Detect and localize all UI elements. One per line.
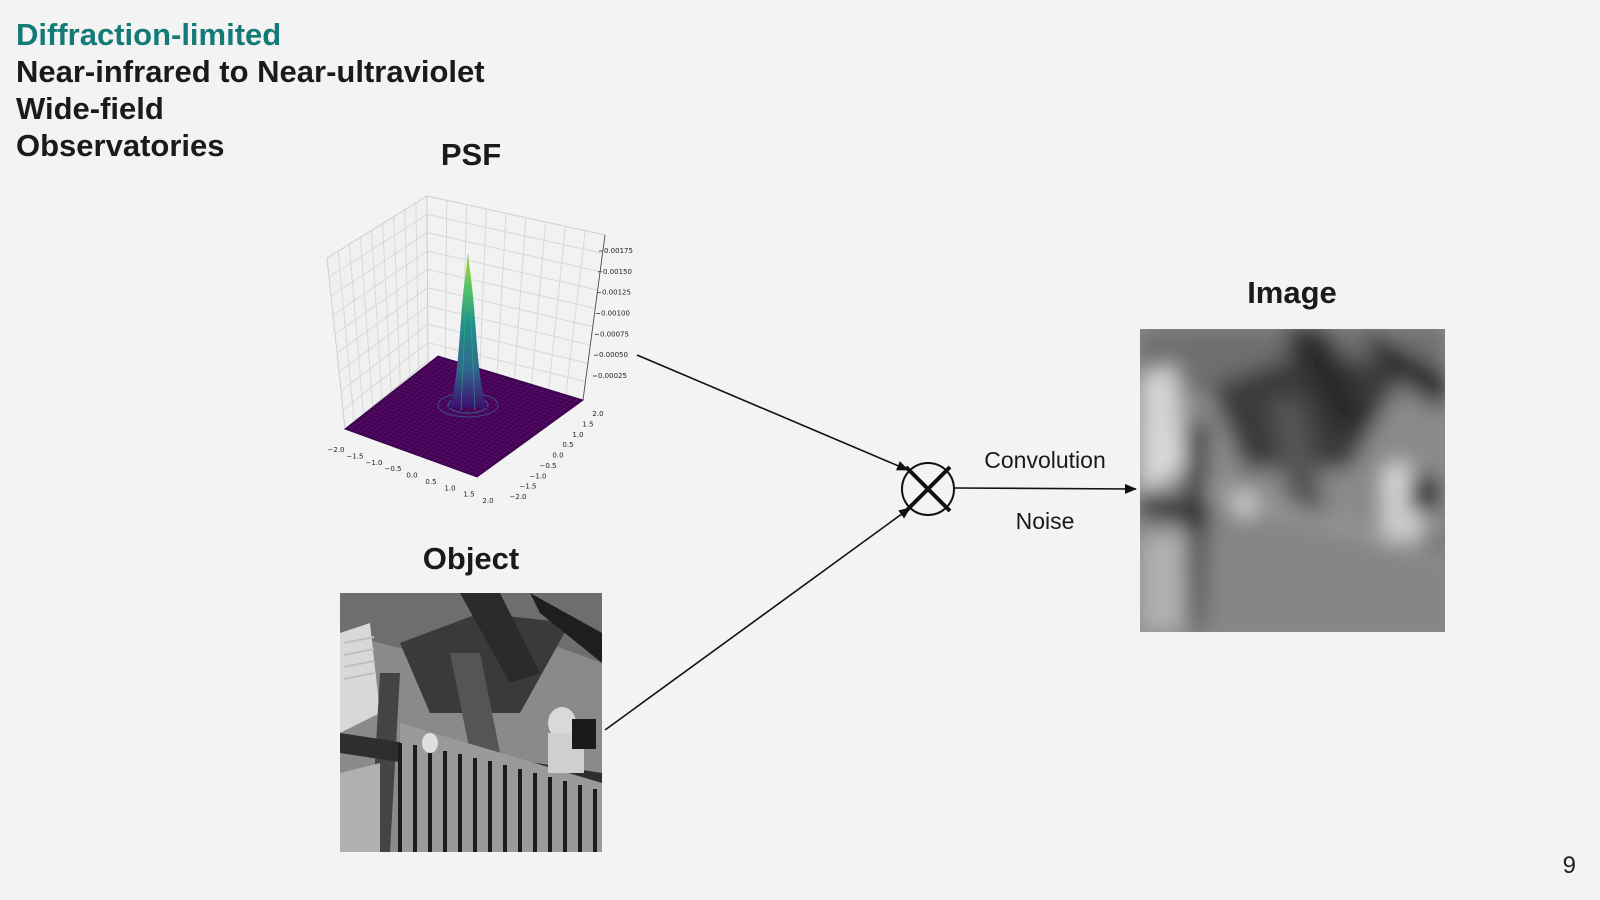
convolution-label: Convolution <box>984 447 1106 473</box>
psf-x-tick-label: 0.0 <box>406 472 417 480</box>
psf-to-operator-arrow <box>636 354 909 471</box>
noise-label: Noise <box>1015 508 1075 534</box>
heading-line-3: Wide-field <box>16 91 164 126</box>
psf-y-tick-label: −0.5 <box>540 462 557 470</box>
object-to-operator-arrow <box>604 507 911 731</box>
image-title: Image <box>1247 275 1337 310</box>
psf-z-tick-label: 0.00025 <box>598 372 627 380</box>
object-image <box>340 593 602 852</box>
psf-z-tick-label: 0.00175 <box>604 247 633 255</box>
psf-y-tick-label: 1.0 <box>572 431 583 439</box>
psf-x-tick-label: −2.0 <box>328 446 345 454</box>
psf-y-tick-label: 0.5 <box>562 441 573 449</box>
psf-title: PSF <box>440 137 502 172</box>
psf-z-tick-label: 0.00075 <box>600 330 629 338</box>
psf-y-tick-label: 0.0 <box>552 452 563 460</box>
multiply-circle-icon <box>901 462 955 516</box>
psf-peak <box>448 254 488 408</box>
psf-y-tick-label: −2.0 <box>510 493 527 501</box>
psf-y-tick-label: 1.5 <box>582 420 593 428</box>
psf-y-tick-label: −1.5 <box>520 483 537 491</box>
slide-heading: Diffraction-limited Near-infrared to Nea… <box>16 16 485 164</box>
page-number: 9 <box>1562 852 1576 879</box>
object-title: Object <box>422 541 520 576</box>
psf-ticks: −2.0−1.5−1.0−0.50.00.51.01.52.0−2.0−1.5−… <box>328 234 633 505</box>
psf-plot: −2.0−1.5−1.0−0.50.00.51.01.52.0−2.0−1.5−… <box>326 195 633 505</box>
psf-y-tick-label: −1.0 <box>530 472 547 480</box>
psf-z-tick-label: 0.00125 <box>602 289 631 297</box>
operator-to-image-arrow <box>954 483 1137 494</box>
psf-x-tick-label: 1.0 <box>444 484 455 492</box>
heading-line-1: Diffraction-limited <box>16 17 282 52</box>
psf-x-tick-label: −1.5 <box>347 452 364 460</box>
psf-z-tick-label: 0.00100 <box>601 310 630 318</box>
psf-surface-mesh <box>347 357 580 476</box>
psf-x-tick-label: 2.0 <box>482 497 493 505</box>
psf-z-tick-label: 0.00050 <box>599 351 628 359</box>
psf-x-tick-label: 1.5 <box>463 491 474 499</box>
psf-x-tick-label: −1.0 <box>366 459 383 467</box>
blurred-image <box>1140 329 1445 632</box>
psf-x-tick-label: 0.5 <box>425 478 436 486</box>
heading-line-4: Observatories <box>16 128 225 163</box>
psf-y-tick-label: 2.0 <box>592 410 603 418</box>
psf-z-tick-label: 0.00150 <box>603 268 632 276</box>
heading-line-2: Near-infrared to Near-ultraviolet <box>16 54 485 89</box>
psf-x-tick-label: −0.5 <box>385 465 402 473</box>
